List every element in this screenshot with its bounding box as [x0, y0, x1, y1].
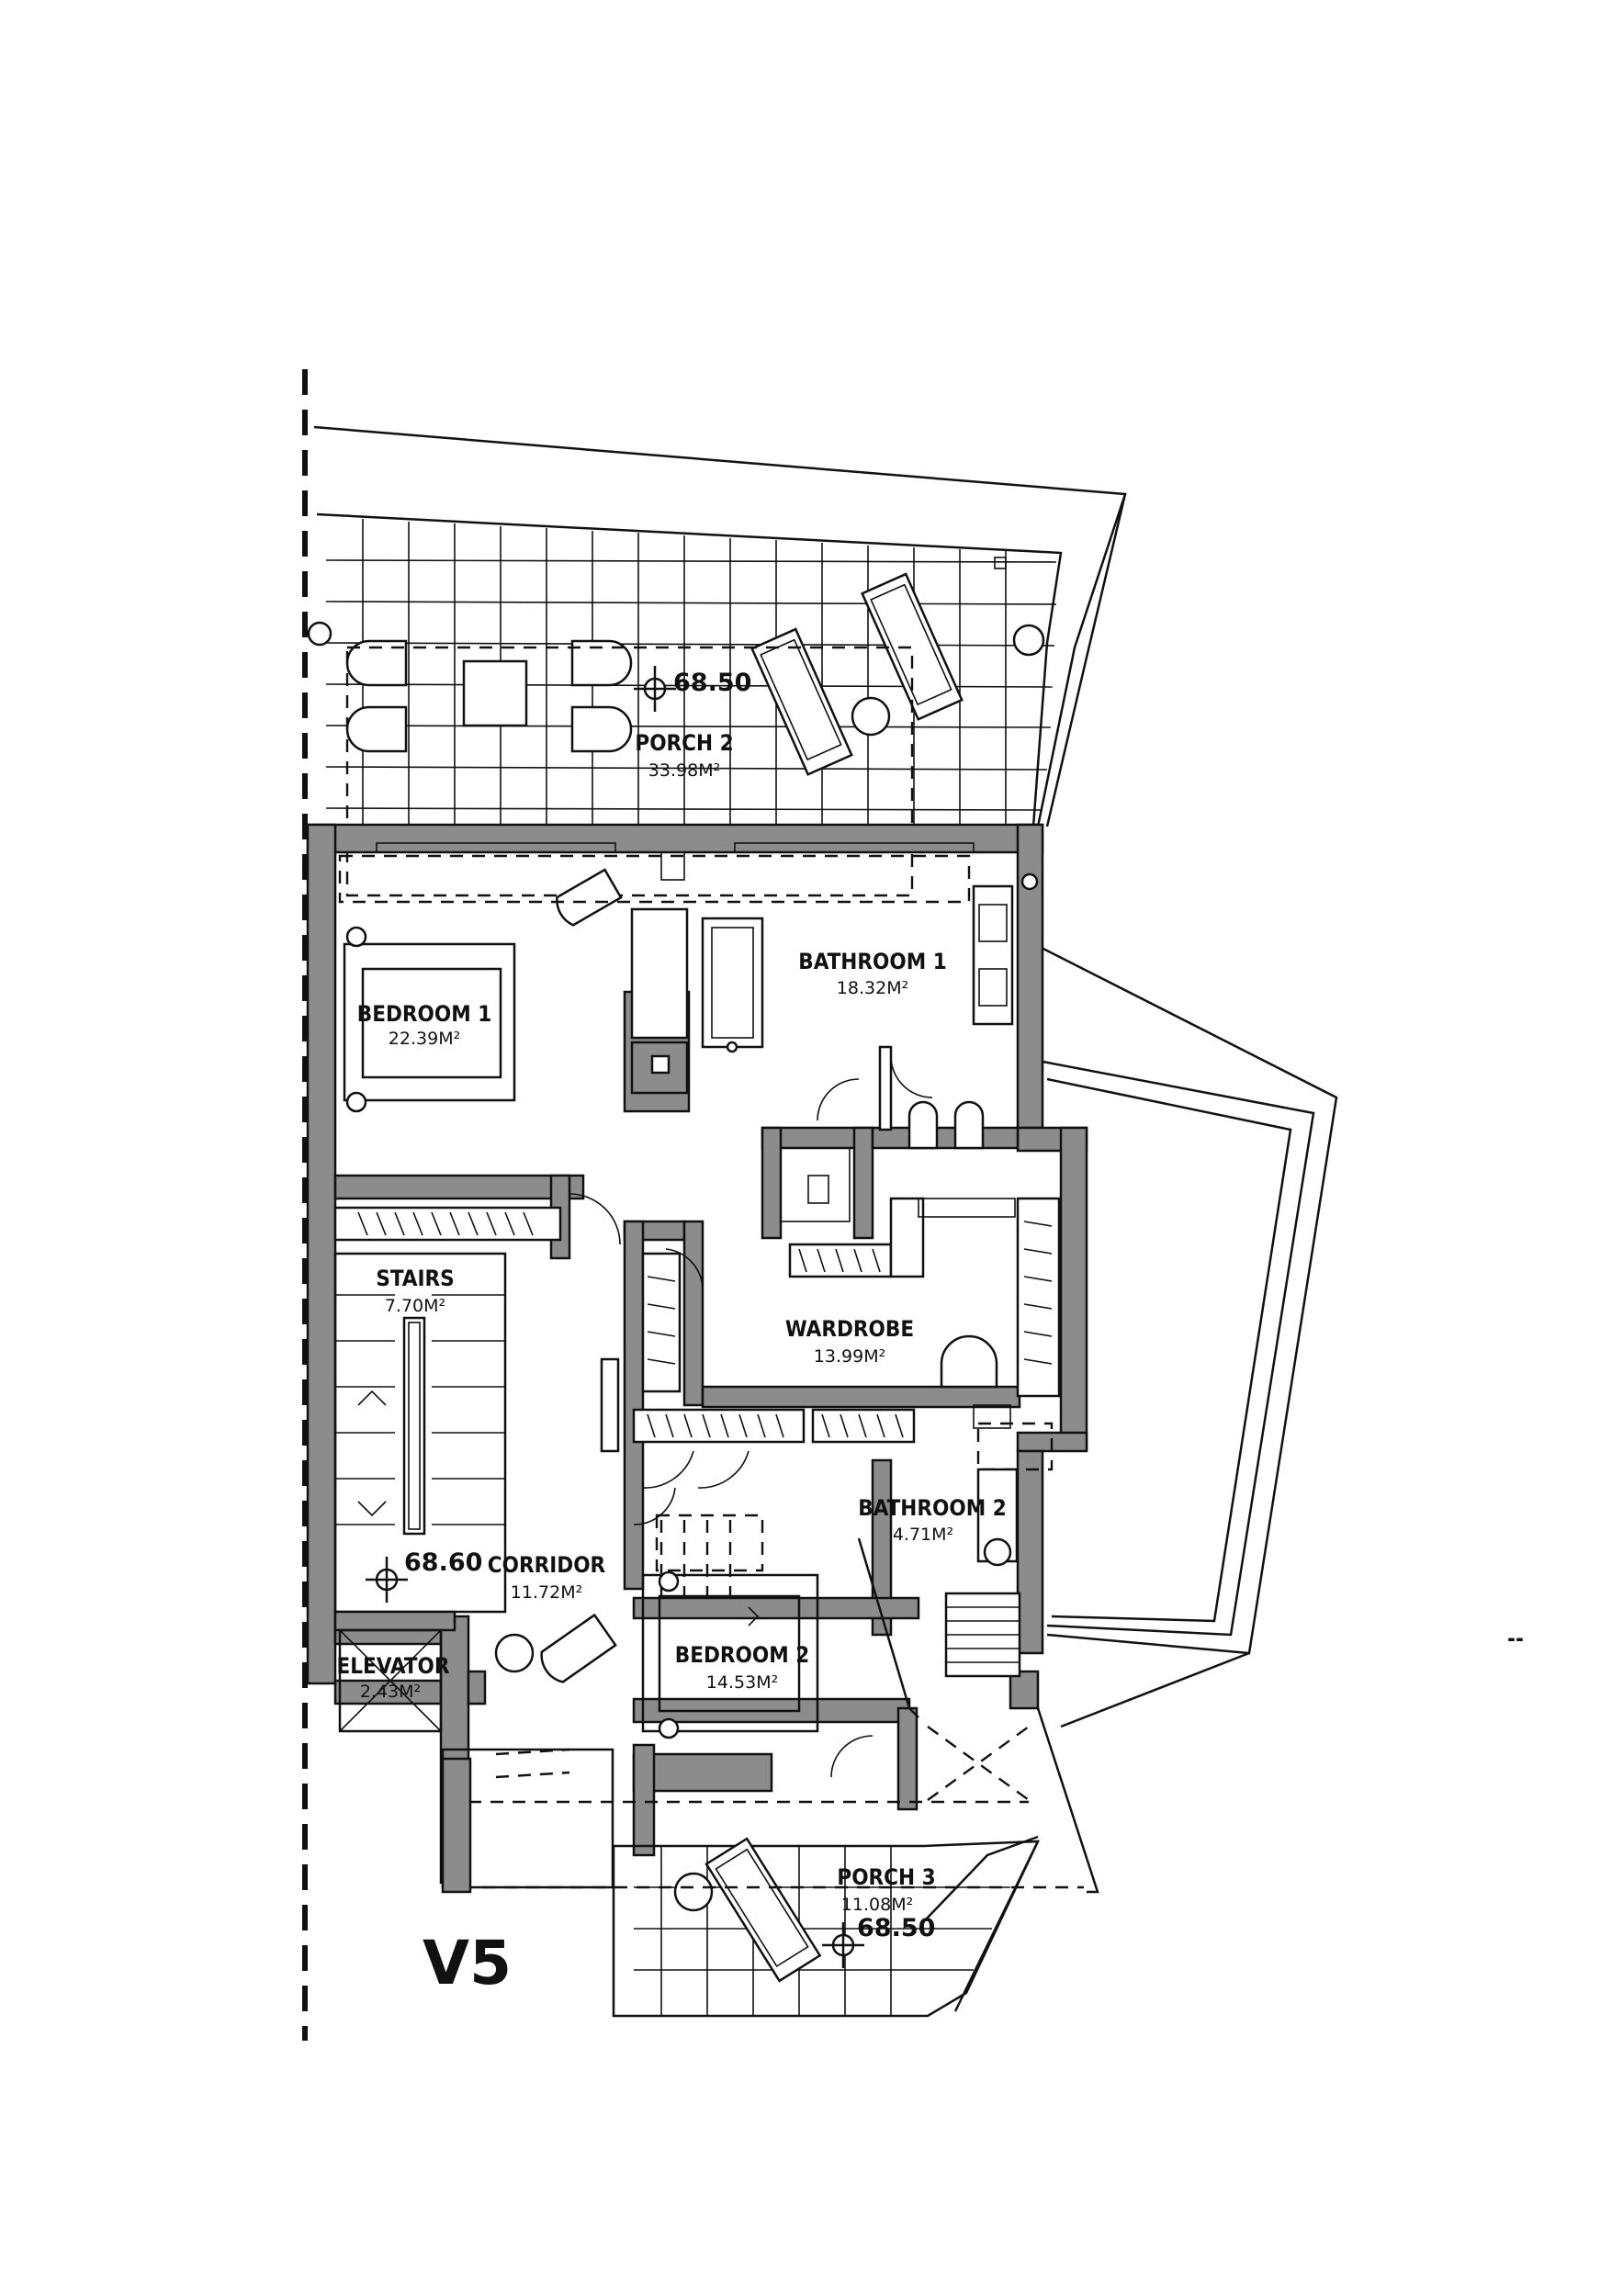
bedroom-2	[641, 1520, 873, 1778]
elevator	[333, 1610, 487, 1733]
room-name-bathroom-2: BATHROOM 2	[858, 1495, 1006, 1521]
bathroom-1	[701, 872, 1039, 1222]
room-name-wardrobe: WARDROBE	[785, 1316, 914, 1342]
room-area-bedroom-1: 22.39M²	[389, 1029, 460, 1049]
room-name-corridor: CORRIDOR	[488, 1552, 606, 1578]
room-area-wardrobe: 13.99M²	[814, 1346, 885, 1367]
variant-label: V5	[423, 1928, 512, 1998]
room-name-porch-3: PORCH 3	[837, 1864, 935, 1890]
room-area-stairs: 7.70M²	[385, 1296, 445, 1316]
level-marker-porch2	[634, 666, 676, 712]
level-marker-corridor	[366, 1557, 408, 1603]
room-area-corridor: 11.72M²	[511, 1582, 582, 1603]
level-value-porch-3: 68.50	[857, 1914, 935, 1942]
room-name-bedroom-2: BEDROOM 2	[675, 1642, 810, 1668]
bedroom-1	[333, 854, 971, 1245]
room-area-bedroom-2: 14.53M²	[706, 1672, 778, 1693]
room-area-elevator: 2.43M²	[360, 1682, 421, 1702]
room-area-porch-3: 11.08M²	[841, 1895, 913, 1915]
wardrobe-room	[600, 1197, 1061, 1489]
porch-3-terrace	[441, 1707, 1099, 2018]
corner-mark: --	[1507, 1626, 1524, 1651]
facade-outline	[1037, 944, 1338, 1728]
corridor	[494, 1487, 764, 1683]
level-marker-porch3	[822, 1922, 864, 1968]
porch-2-terrace	[307, 425, 1127, 897]
top-windows	[376, 842, 975, 881]
room-name-elevator: ELEVATOR	[337, 1653, 450, 1679]
bathroom-2	[857, 1404, 1054, 1718]
room-name-bathroom-1: BATHROOM 1	[798, 949, 946, 974]
room-area-porch-2: 33.98M²	[648, 760, 720, 781]
level-value-corridor: 68.60	[404, 1548, 482, 1577]
room-name-stairs: STAIRS	[376, 1266, 454, 1291]
room-area-bathroom-1: 18.32M²	[837, 978, 908, 998]
room-area-bathroom-2: 4.71M²	[893, 1525, 953, 1545]
room-name-bedroom-1: BEDROOM 1	[357, 1001, 492, 1027]
level-value-porch-2: 68.50	[673, 669, 751, 697]
porch-3-tile-grid	[634, 1846, 1010, 2016]
room-name-porch-2: PORCH 2	[635, 730, 733, 756]
